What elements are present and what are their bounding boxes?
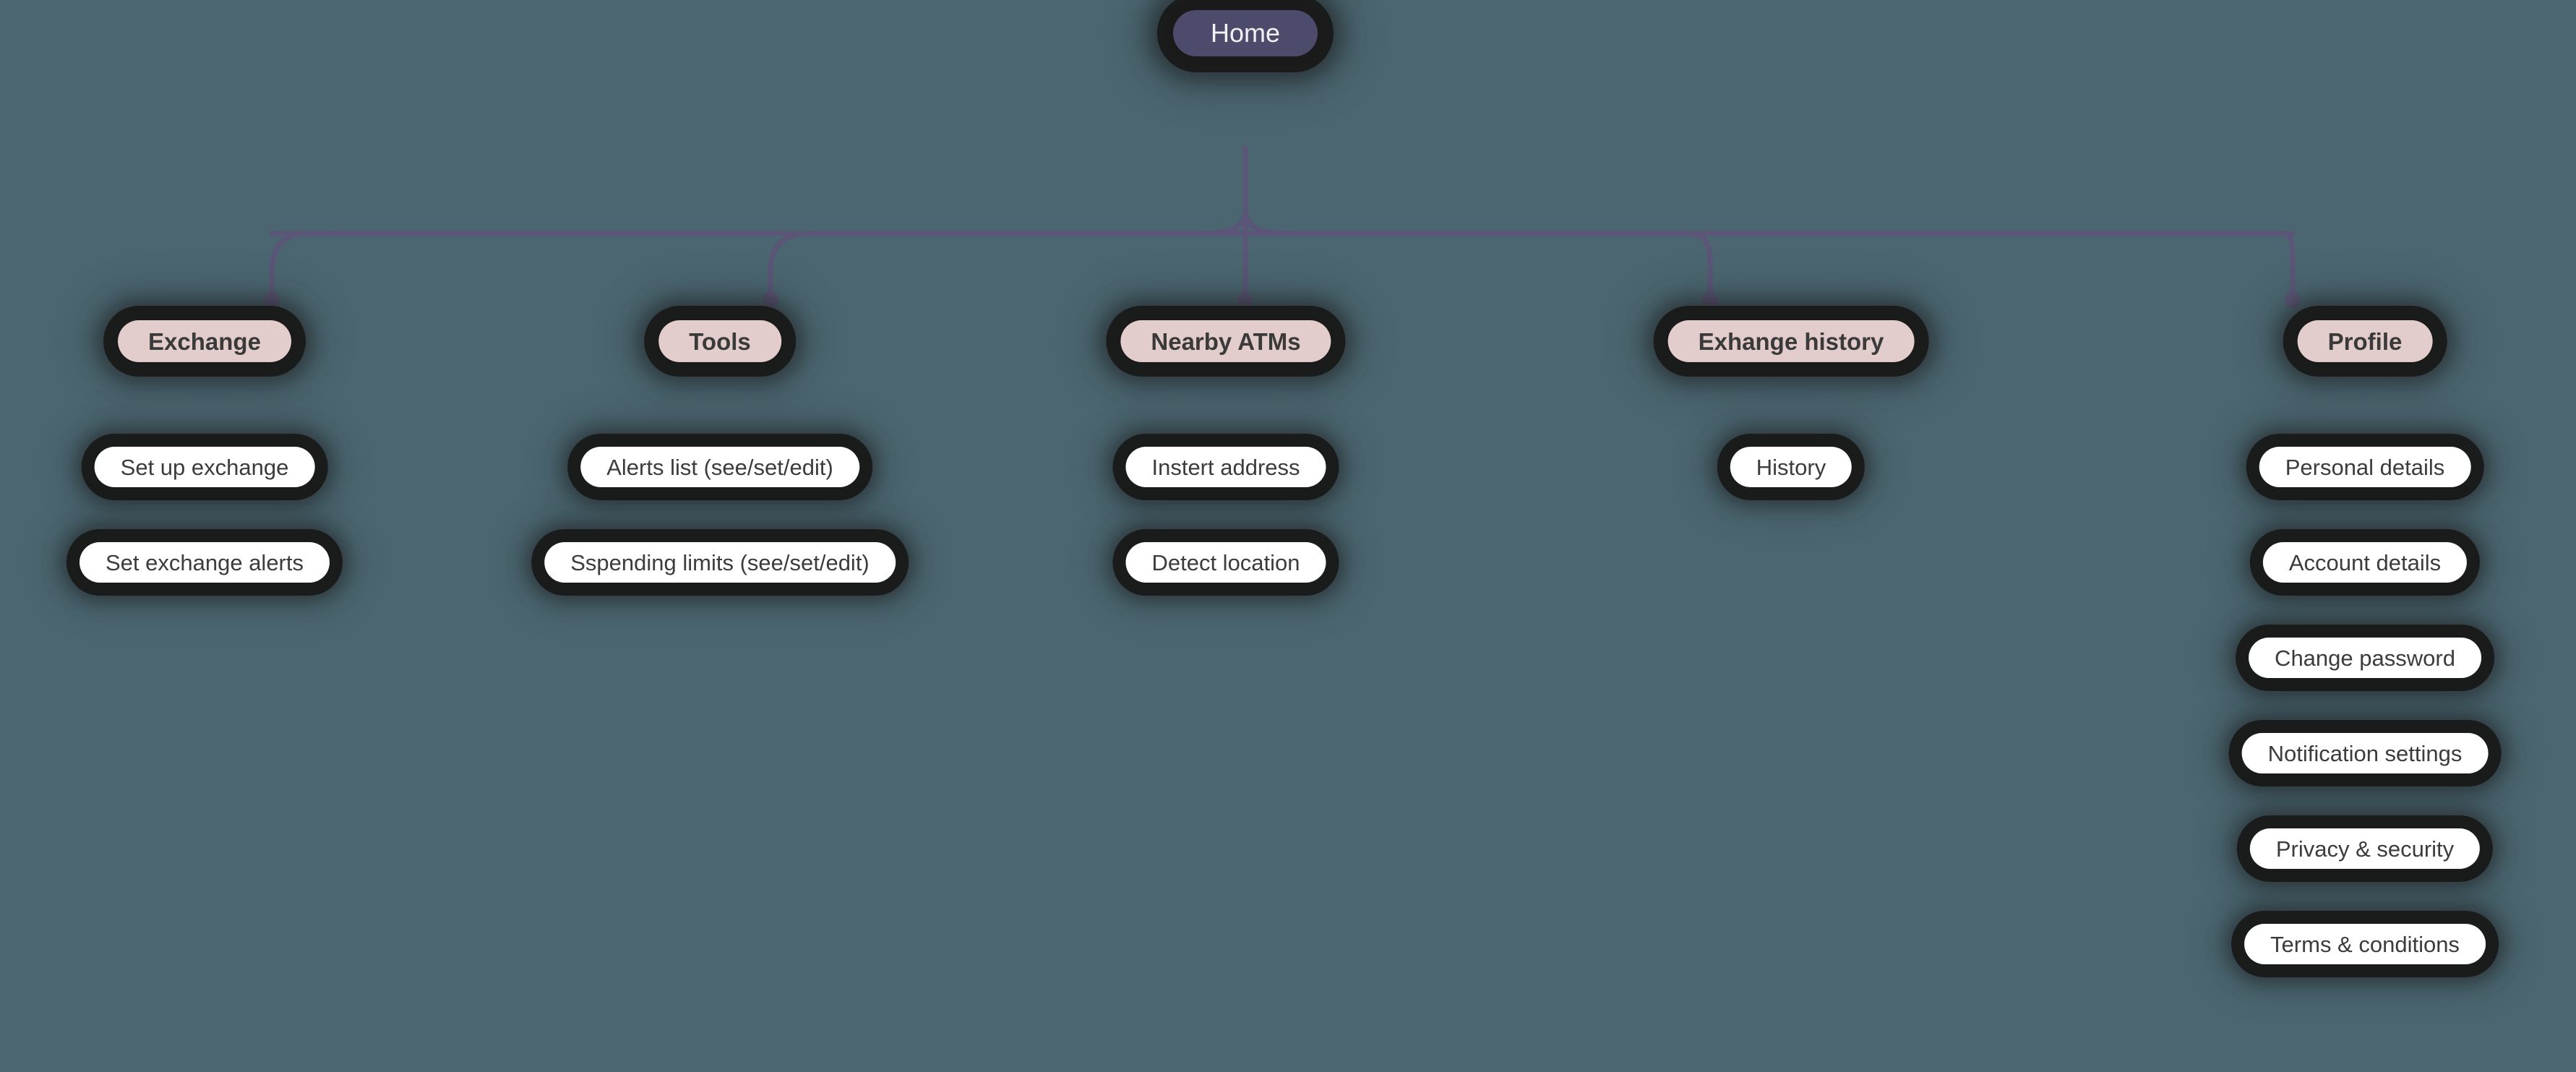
node-leaf-instert-address[interactable]: Instert address	[1125, 447, 1326, 487]
node-leaf-history-label: History	[1756, 454, 1826, 480]
node-leaf-notification-settings[interactable]: Notification settings	[2241, 733, 2489, 773]
node-leaf-spending-limits[interactable]: Sspending limits (see/set/edit)	[544, 542, 896, 583]
node-leaf-personal-details[interactable]: Personal details	[2259, 447, 2471, 487]
node-leaf-terms-conditions-label: Terms & conditions	[2270, 931, 2460, 957]
node-leaf-account-details-label: Account details	[2288, 549, 2442, 575]
connector-branch-profile	[2259, 231, 2296, 301]
node-home[interactable]: Home	[1172, 10, 1318, 56]
node-leaf-history[interactable]: History	[1730, 447, 1852, 487]
node-leaf-instert-address-label: Instert address	[1151, 454, 1300, 480]
node-leaf-change-password-label: Change password	[2275, 645, 2455, 671]
node-leaf-notification-settings-label: Notification settings	[2267, 740, 2463, 766]
node-leaf-account-details[interactable]: Account details	[2262, 542, 2468, 583]
node-leaf-personal-details-label: Personal details	[2285, 454, 2445, 480]
connector-dot-profile	[2285, 292, 2301, 308]
node-category-exchange[interactable]: Exchange	[118, 320, 291, 362]
node-leaf-terms-conditions[interactable]: Terms & conditions	[2244, 924, 2486, 964]
node-leaf-set-up-exchange-label: Set up exchange	[120, 454, 289, 480]
node-leaf-spending-limits-label: Sspending limits (see/set/edit)	[570, 549, 870, 575]
node-category-tools[interactable]: Tools	[658, 320, 781, 362]
node-leaf-change-password[interactable]: Change password	[2249, 638, 2481, 678]
node-category-exchange-history[interactable]: Exhange history	[1667, 320, 1915, 362]
node-leaf-alerts-list[interactable]: Alerts list (see/set/edit)	[580, 447, 859, 487]
node-leaf-detect-location[interactable]: Detect location	[1125, 542, 1326, 583]
node-category-profile-label: Profile	[2327, 327, 2403, 355]
connector-branch-tools	[768, 231, 841, 301]
node-leaf-privacy-security-label: Privacy & security	[2275, 836, 2455, 862]
connector-branch-exchange-history	[1652, 231, 1713, 301]
node-leaf-privacy-security[interactable]: Privacy & security	[2249, 828, 2481, 869]
connector-dot-exchange-history	[1702, 292, 1718, 308]
node-category-exchange-history-label: Exhange history	[1698, 327, 1884, 355]
node-leaf-set-exchange-alerts[interactable]: Set exchange alerts	[79, 542, 330, 583]
node-category-nearby-atms-label: Nearby ATMs	[1151, 327, 1301, 355]
node-home-label: Home	[1210, 18, 1281, 48]
connector-branch-exchange	[269, 231, 343, 301]
node-leaf-set-up-exchange[interactable]: Set up exchange	[94, 447, 315, 487]
node-leaf-set-exchange-alerts-label: Set exchange alerts	[105, 549, 304, 575]
node-category-exchange-label: Exchange	[148, 327, 261, 355]
connector-root-split-left	[1197, 207, 1248, 236]
connector-dot-tools	[763, 292, 778, 308]
node-category-nearby-atms[interactable]: Nearby ATMs	[1120, 320, 1331, 362]
node-leaf-detect-location-label: Detect location	[1151, 549, 1300, 575]
connector-dot-exchange	[264, 292, 280, 308]
connector-root-split-right	[1242, 207, 1294, 236]
connector-dot-nearby-atms	[1237, 292, 1253, 308]
node-category-profile[interactable]: Profile	[2297, 320, 2433, 362]
node-category-tools-label: Tools	[689, 327, 751, 355]
node-leaf-alerts-list-label: Alerts list (see/set/edit)	[606, 454, 833, 480]
